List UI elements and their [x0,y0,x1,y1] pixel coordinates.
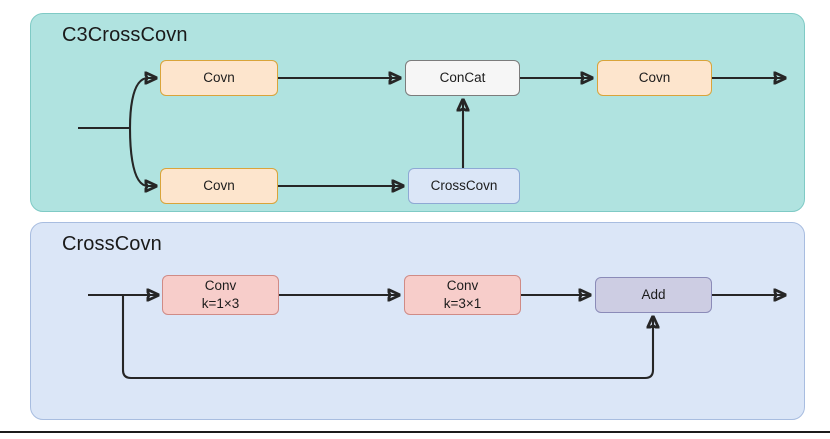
node-conv-1x3-sublabel: k=1×3 [201,296,240,311]
node-covn-out-label: Covn [638,70,671,86]
node-covn-top-label: Covn [203,70,235,86]
node-add-label: Add [641,287,666,303]
node-covn-top: Covn [160,60,278,96]
node-crosscovn-ref: CrossCovn [408,168,520,204]
node-conv-3x1: Conv k=3×1 [404,275,521,315]
node-concat-label: ConCat [439,70,486,86]
node-covn-bottom-label: Covn [203,178,235,194]
panel-title-c3crosscovn: C3CrossCovn [62,24,188,46]
node-conv-1x3-label: Conv [204,278,237,294]
node-conv-3x1-label: Conv [446,278,479,294]
node-conv-3x1-sublabel: k=3×1 [443,296,482,311]
node-concat: ConCat [405,60,520,96]
node-add: Add [595,277,712,313]
node-covn-out: Covn [597,60,712,96]
node-conv-1x3: Conv k=1×3 [162,275,279,315]
node-crosscovn-ref-label: CrossCovn [430,178,498,194]
bottom-divider-rule [0,431,830,433]
node-covn-bottom: Covn [160,168,278,204]
panel-title-crosscovn: CrossCovn [62,233,162,255]
